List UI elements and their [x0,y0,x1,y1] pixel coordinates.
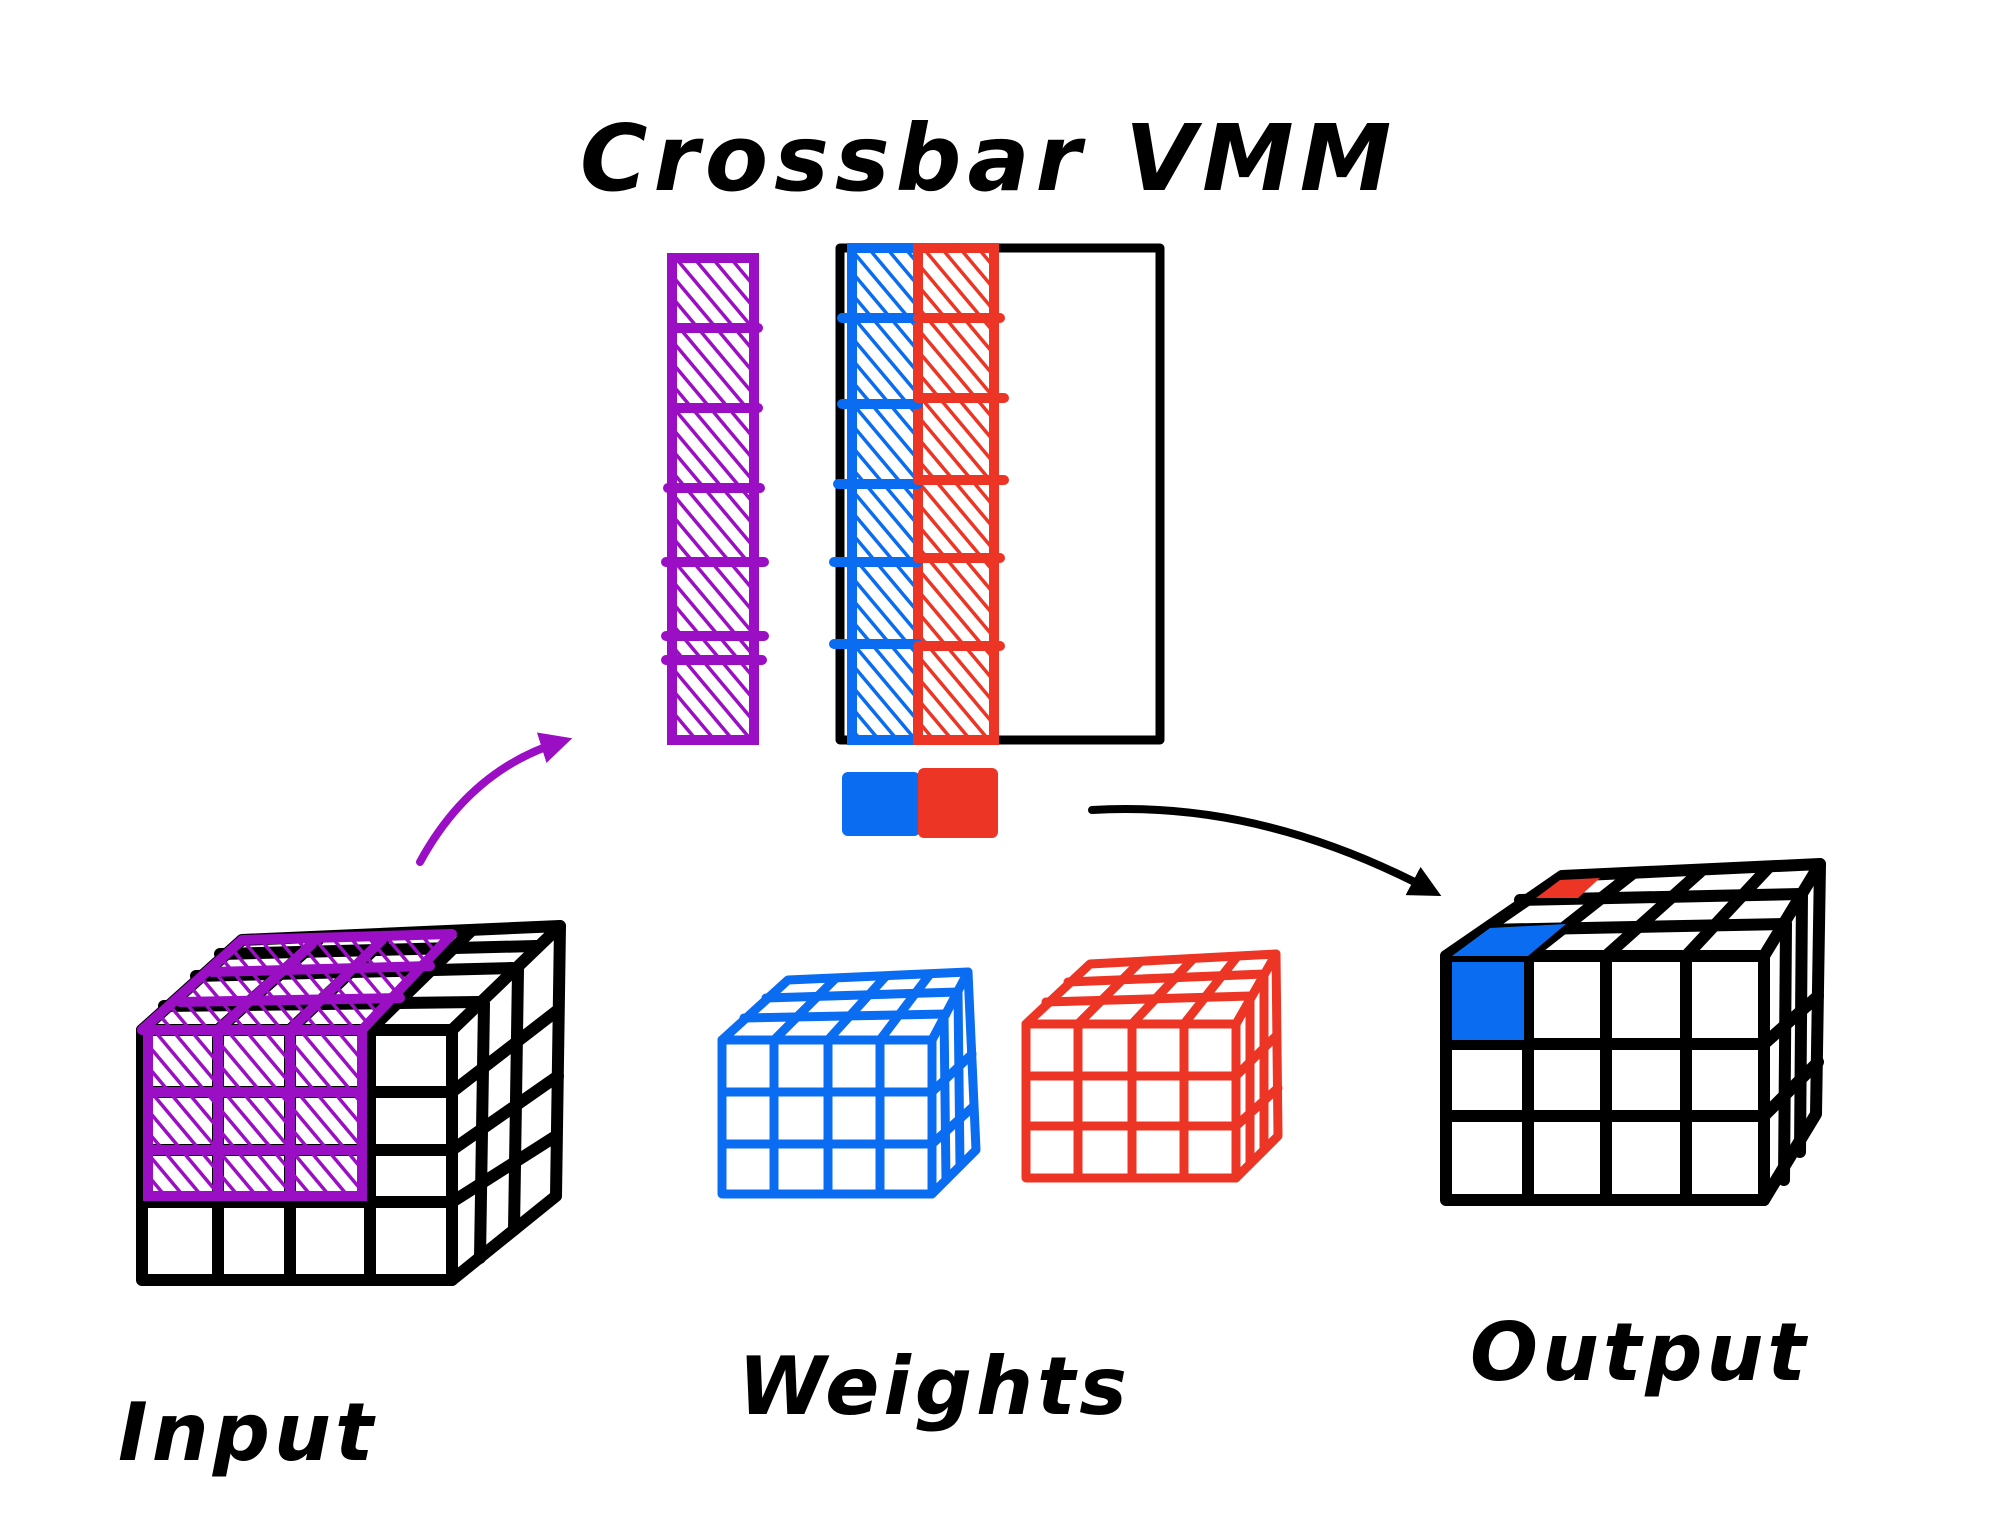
weights-label: Weights [738,1340,1131,1433]
output-cell-red [1536,878,1600,898]
curved-arrow-icon [416,732,573,866]
crossbar-output [842,768,998,838]
diagram-title: Crossbar VMM [580,105,1397,212]
output-label: Output [1470,1306,1810,1399]
input-cube [136,920,566,1286]
curved-arrow-icon [1088,805,1442,896]
crossbar-array [829,243,1165,745]
output-blue [842,772,920,836]
weight-column-red [913,243,999,745]
weights-cube-red [1021,949,1283,1183]
weight-column-blue [847,243,923,745]
output-red [918,768,998,838]
input-vector [661,253,769,745]
output-cell-blue-top [1452,924,1566,956]
input-receptive-field [137,929,457,1201]
output-cell-blue [1452,962,1524,1040]
output-cube [1440,858,1826,1206]
weights-cube-blue [717,967,981,1199]
input-label: Input [118,1386,377,1479]
